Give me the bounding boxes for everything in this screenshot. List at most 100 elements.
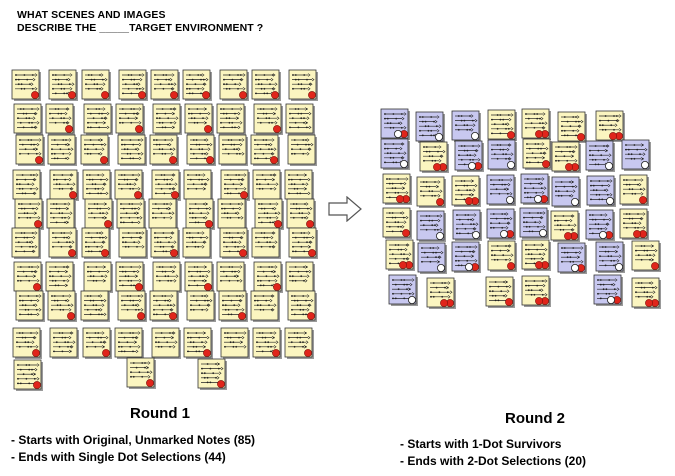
sticky-note-icon xyxy=(250,134,280,166)
sticky-note-icon xyxy=(148,198,178,230)
sticky-note-icon xyxy=(251,69,281,101)
white-dot-icon xyxy=(434,132,443,141)
red-dot-icon xyxy=(307,312,315,320)
sticky-note-icon xyxy=(48,69,78,101)
sticky-note-icon xyxy=(521,239,551,271)
red-dot-icon xyxy=(440,299,448,307)
red-dot-icon xyxy=(645,299,653,307)
sticky-note-icon xyxy=(486,208,516,240)
sticky-note-icon xyxy=(382,173,412,205)
sticky-note-icon xyxy=(218,290,248,322)
sticky-note-icon xyxy=(415,111,445,143)
sticky-note-icon xyxy=(621,139,651,171)
red-dot-icon xyxy=(69,191,77,199)
white-dot-icon xyxy=(605,161,614,170)
red-dot-icon xyxy=(33,381,41,389)
round-1-bullet-2: - Ends with Single Dot Selections (44) xyxy=(11,450,226,464)
white-dot-icon xyxy=(467,161,476,170)
sticky-note-icon xyxy=(519,207,549,239)
sticky-note-icon xyxy=(585,140,615,172)
sticky-note-icon xyxy=(451,110,481,142)
red-dot-icon xyxy=(535,297,543,305)
sticky-note-icon xyxy=(284,327,314,359)
red-dot-icon xyxy=(308,249,316,257)
sticky-note-icon xyxy=(253,261,283,293)
sticky-note-icon xyxy=(451,241,481,273)
sticky-note-icon xyxy=(46,198,76,230)
sticky-note-icon xyxy=(380,108,410,140)
red-dot-icon xyxy=(564,232,572,240)
red-dot-icon xyxy=(101,249,109,257)
red-dot-icon xyxy=(102,349,110,357)
sticky-note-icon xyxy=(417,242,447,274)
sticky-note-icon xyxy=(15,134,45,166)
question-title: WHAT SCENES AND IMAGES DESCRIBE THE ____… xyxy=(17,9,263,35)
sticky-note-icon xyxy=(595,110,625,142)
red-dot-icon xyxy=(35,156,43,164)
red-dot-icon xyxy=(306,220,314,228)
red-dot-icon xyxy=(274,220,282,228)
sticky-note-icon xyxy=(12,327,42,359)
sticky-note-icon xyxy=(149,134,179,166)
white-dot-icon xyxy=(534,194,543,203)
sticky-note-icon xyxy=(13,103,43,135)
sticky-note-icon xyxy=(186,290,216,322)
red-dot-icon xyxy=(542,160,550,168)
right-arrow-outline-icon xyxy=(328,196,362,222)
round-2-bullet-2: - Ends with 2-Dot Selections (20) xyxy=(400,454,587,468)
white-dot-icon xyxy=(505,195,514,204)
sticky-note-icon xyxy=(252,169,282,201)
sticky-note-icon xyxy=(48,227,78,259)
sticky-note-icon xyxy=(14,198,44,230)
round-2-title: Round 2 xyxy=(505,410,565,427)
sticky-note-icon xyxy=(251,227,281,259)
white-dot-icon xyxy=(499,229,508,238)
red-dot-icon xyxy=(206,156,214,164)
sticky-note-icon xyxy=(80,134,110,166)
sticky-note-icon xyxy=(619,208,649,240)
sticky-note-icon xyxy=(522,138,552,170)
red-dot-icon xyxy=(146,379,154,387)
sticky-note-icon xyxy=(551,141,581,173)
sticky-note-icon xyxy=(452,209,482,241)
sticky-note-icon xyxy=(11,69,41,101)
red-dot-icon xyxy=(169,312,177,320)
sticky-note-icon xyxy=(45,261,75,293)
red-dot-icon xyxy=(433,163,441,171)
sticky-note-icon xyxy=(521,108,551,140)
red-dot-icon xyxy=(565,163,573,171)
sticky-note-icon xyxy=(285,261,315,293)
round-2-bullets: - Starts with 1-Dot Survivors - Ends wit… xyxy=(400,436,586,470)
sticky-note-icon xyxy=(184,103,214,135)
sticky-note-icon xyxy=(551,176,581,208)
sticky-note-icon xyxy=(182,227,212,259)
sticky-note-icon xyxy=(186,134,216,166)
question-line-2: DESCRIBE THE _____TARGET ENVIRONMENT ? xyxy=(17,22,264,34)
sticky-note-icon xyxy=(216,103,246,135)
red-dot-icon xyxy=(240,191,248,199)
sticky-note-icon xyxy=(254,198,284,230)
red-dot-icon xyxy=(272,349,280,357)
red-dot-icon xyxy=(535,130,543,138)
sticky-note-icon xyxy=(416,176,446,208)
white-dot-icon xyxy=(571,197,580,206)
red-dot-icon xyxy=(507,262,515,270)
white-dot-icon xyxy=(470,131,479,140)
red-dot-icon xyxy=(32,349,40,357)
white-dot-icon xyxy=(436,263,445,272)
red-dot-icon xyxy=(33,283,41,291)
red-dot-icon xyxy=(169,156,177,164)
sticky-note-icon xyxy=(13,261,43,293)
round-1-title: Round 1 xyxy=(130,405,190,422)
sticky-note-icon xyxy=(284,169,314,201)
white-dot-icon xyxy=(606,196,615,205)
sticky-note-icon xyxy=(150,227,180,259)
sticky-note-icon xyxy=(150,69,180,101)
sticky-note-icon xyxy=(593,274,623,306)
red-dot-icon xyxy=(34,220,42,228)
sticky-note-icon xyxy=(416,210,446,242)
sticky-note-icon xyxy=(115,261,145,293)
red-dot-icon xyxy=(239,249,247,257)
sticky-note-icon xyxy=(487,139,517,171)
